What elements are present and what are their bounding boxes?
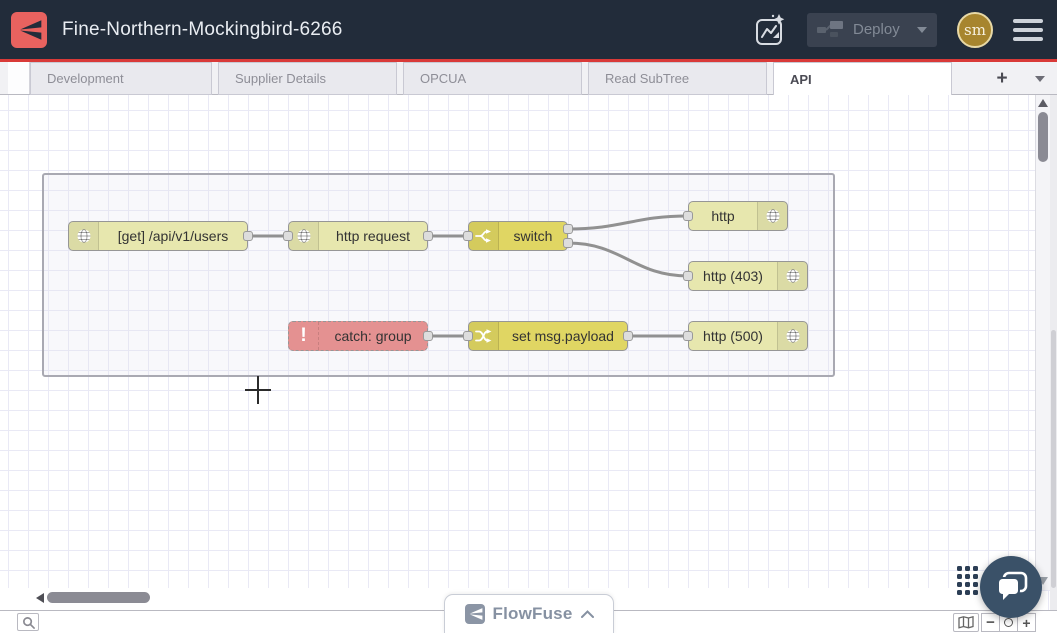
search-icon xyxy=(22,616,35,629)
node-label: http request xyxy=(336,228,410,244)
tab-scroll-left-area[interactable] xyxy=(8,62,30,94)
node-http-response-500[interactable]: http (500) xyxy=(683,321,808,351)
scroll-down-icon[interactable] xyxy=(1038,577,1048,585)
widget-drag-handle-icon[interactable] xyxy=(957,566,978,607)
vertical-scrollbar-thumb[interactable] xyxy=(1038,112,1048,162)
flowfuse-banner[interactable]: FlowFuse xyxy=(444,594,614,633)
page-title: Fine-Northern-Mockingbird-6266 xyxy=(62,18,343,40)
header-accent-line xyxy=(0,59,1057,62)
deploy-icon xyxy=(817,21,843,37)
globe-icon xyxy=(69,222,99,250)
zoom-out-button[interactable]: − xyxy=(981,613,1000,632)
tab-development[interactable]: Development xyxy=(30,62,212,95)
input-port[interactable] xyxy=(463,331,473,341)
globe-icon xyxy=(777,322,807,350)
add-flow-button[interactable]: + xyxy=(996,67,1008,89)
tab-api[interactable]: API xyxy=(773,62,952,96)
output-port[interactable] xyxy=(623,331,633,341)
node-label: set msg.payload xyxy=(512,328,614,344)
flow-list-caret-icon[interactable] xyxy=(1035,76,1045,82)
globe-icon xyxy=(757,202,787,230)
node-label: http xyxy=(711,208,735,224)
output-port-1[interactable] xyxy=(563,224,573,234)
shuffle-icon xyxy=(469,322,499,350)
header: Fine-Northern-Mockingbird-6266 xyxy=(0,0,1057,59)
node-label: switch xyxy=(513,228,553,244)
map-icon xyxy=(958,616,974,629)
tab-opcua[interactable]: OPCUA xyxy=(403,62,582,95)
scroll-up-icon[interactable] xyxy=(1038,99,1048,107)
browser-scrollbar[interactable] xyxy=(1050,95,1057,633)
deploy-label: Deploy xyxy=(853,21,900,38)
output-port[interactable] xyxy=(423,231,433,241)
node-label: [get] /api/v1/users xyxy=(117,228,229,244)
node-change[interactable]: set msg.payload xyxy=(463,321,633,351)
node-switch[interactable]: switch xyxy=(463,221,573,251)
node-label: http (500) xyxy=(703,328,763,344)
tab-supplier-details[interactable]: Supplier Details xyxy=(218,62,397,95)
flowfuse-gray-logo-icon xyxy=(464,604,485,624)
input-port[interactable] xyxy=(683,271,693,281)
input-port[interactable] xyxy=(463,231,473,241)
header-actions: Deploy sm xyxy=(753,0,1043,59)
node-catch[interactable]: ! catch: group xyxy=(288,321,433,351)
chat-bubbles-icon xyxy=(997,571,1028,600)
input-port[interactable] xyxy=(683,211,693,221)
node-http-response[interactable]: http xyxy=(683,201,788,231)
navigator-toggle-button[interactable] xyxy=(953,613,979,632)
vertical-scrollbar[interactable] xyxy=(1035,95,1050,590)
chevron-up-icon xyxy=(580,610,594,618)
deploy-options-caret-icon[interactable] xyxy=(917,26,927,33)
node-http-response-403[interactable]: http (403) xyxy=(683,261,808,291)
flowfuse-logo-icon[interactable] xyxy=(11,11,47,48)
horizontal-scrollbar-thumb[interactable] xyxy=(47,592,150,603)
flowfuse-banner-label: FlowFuse xyxy=(492,604,573,623)
node-http-in[interactable]: [get] /api/v1/users xyxy=(68,221,253,251)
ai-assistant-icon[interactable] xyxy=(753,12,787,48)
input-port[interactable] xyxy=(283,231,293,241)
main-menu-icon[interactable] xyxy=(1013,18,1043,42)
output-port[interactable] xyxy=(423,331,433,341)
flow-tab-bar: Development Supplier Details OPCUA Read … xyxy=(0,62,1057,96)
globe-icon xyxy=(777,262,807,290)
node-label: http (403) xyxy=(703,268,763,284)
switch-icon xyxy=(469,222,499,250)
output-port-2[interactable] xyxy=(563,238,573,248)
scroll-left-icon[interactable] xyxy=(36,593,44,603)
search-button[interactable] xyxy=(17,613,39,631)
zoom-reset-icon xyxy=(1004,618,1013,627)
flow-canvas[interactable]: [get] /api/v1/users http request xyxy=(0,95,1057,610)
node-http-request[interactable]: http request xyxy=(283,221,433,251)
input-port[interactable] xyxy=(683,331,693,341)
cursor-crosshair xyxy=(257,376,259,404)
tab-list: Development Supplier Details OPCUA Read … xyxy=(30,62,952,96)
node-label: catch: group xyxy=(334,328,412,344)
deploy-button[interactable]: Deploy xyxy=(807,12,937,47)
chat-launcher-button[interactable] xyxy=(980,556,1042,618)
tab-read-subtree[interactable]: Read SubTree xyxy=(588,62,767,95)
output-port[interactable] xyxy=(243,231,253,241)
exclamation-icon: ! xyxy=(289,322,319,350)
globe-icon xyxy=(289,222,319,250)
browser-scrollbar-thumb[interactable] xyxy=(1051,330,1056,588)
user-avatar[interactable]: sm xyxy=(957,11,993,48)
